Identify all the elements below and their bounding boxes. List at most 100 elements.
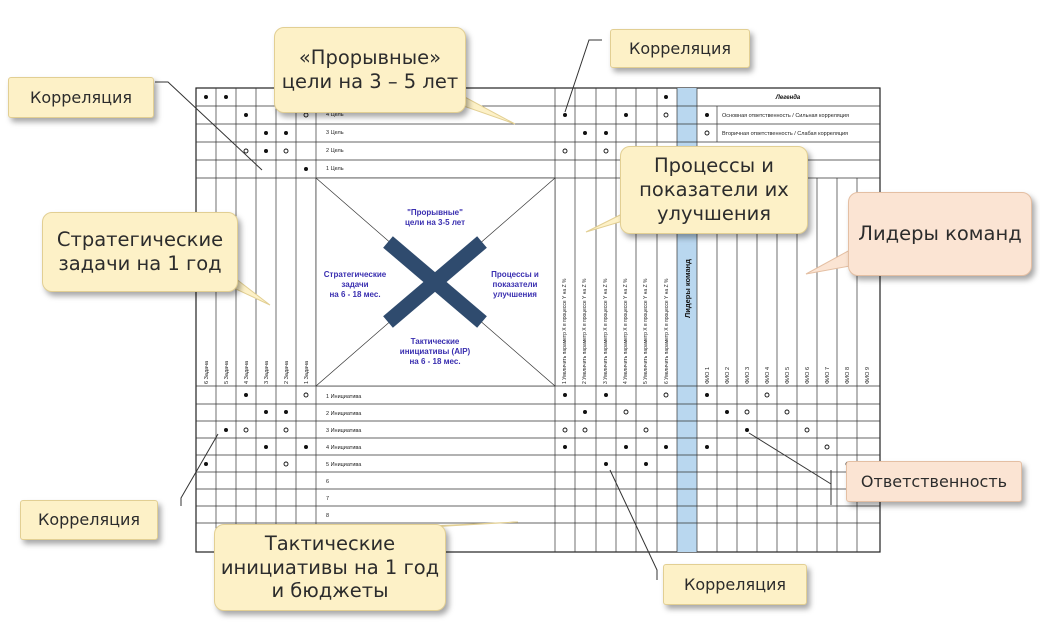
- initiative-label: 3 Инициатива: [326, 428, 362, 434]
- process-label: 4 Увеличить параметр X в процессе Y на Z…: [623, 278, 629, 384]
- team-leaders-callout: Лидеры команд: [848, 192, 1032, 276]
- task-label: 3 Задача: [264, 360, 270, 384]
- strong-dot: [604, 462, 608, 466]
- weak-dot: [283, 461, 289, 467]
- strong-dot: [304, 445, 308, 449]
- strong-dot: [725, 410, 729, 414]
- initiative-label: 2 Инициатива: [326, 411, 362, 417]
- weak-dot: [744, 409, 750, 415]
- quadrant-bottom-line2: инициативы (AIP): [400, 347, 471, 356]
- strong-dot: [244, 113, 248, 117]
- strong-dot: [705, 393, 709, 397]
- callout-line: и бюджеты: [271, 579, 389, 603]
- quadrant-left-line1: Стратегические: [324, 270, 387, 279]
- strong-dot: [264, 410, 268, 414]
- person-label: ФИО 8: [845, 367, 851, 384]
- weak-dot: [824, 444, 830, 450]
- callout-label: Ответственность: [860, 471, 1008, 491]
- matrix-grid: [196, 88, 880, 552]
- weak-dot: [764, 392, 770, 398]
- strong-dot: [204, 95, 208, 99]
- responsibility-callout: Ответственность: [846, 461, 1022, 502]
- strong-dot: [624, 445, 628, 449]
- task-label: 6 Задача: [204, 360, 210, 384]
- person-label: ФИО 3: [745, 367, 751, 384]
- weak-dot: [283, 148, 289, 154]
- strong-dot: [644, 462, 648, 466]
- person-label: ФИО 1: [705, 367, 711, 384]
- quadrant-bottom-line1: Тактические: [411, 337, 460, 346]
- strong-dot: [563, 393, 567, 397]
- callout-line: Стратегические: [56, 228, 224, 252]
- person-label: ФИО 4: [765, 367, 771, 384]
- quadrant-right-line1: Процессы и: [491, 270, 539, 279]
- goal-label: 2 Цель: [326, 148, 344, 154]
- goal-label: 4 Цель: [326, 112, 344, 118]
- strong-dot: [745, 428, 749, 432]
- quadrant-right-line2: показатели: [493, 280, 538, 289]
- strong-dot: [224, 95, 228, 99]
- initiative-label: 4 Инициатива: [326, 445, 362, 451]
- strong-dot: [284, 410, 288, 414]
- callout-label: Корреляция: [628, 38, 732, 58]
- weak-dot: [303, 112, 309, 118]
- quadrant-left-line2: задачи: [341, 280, 368, 289]
- initiative-label: 6: [326, 479, 329, 485]
- weak-dot: [562, 427, 568, 433]
- callout-line: Процессы и: [654, 154, 774, 178]
- strong-dot: [664, 445, 668, 449]
- strategic-tasks-callout: Стратегические задачи на 1 год: [42, 212, 238, 292]
- callout-label: Корреляция: [683, 574, 787, 594]
- weak-dot: [784, 409, 790, 415]
- connector-lines: [155, 39, 832, 580]
- callout-label: Корреляция: [29, 87, 133, 107]
- strong-dot: [563, 445, 567, 449]
- weak-dot: [243, 427, 249, 433]
- person-label: ФИО 2: [725, 367, 731, 384]
- strong-dot: [583, 410, 587, 414]
- task-label: 2 Задача: [284, 360, 290, 384]
- correlation-callout-top-left: Корреляция: [8, 77, 154, 118]
- strong-dot: [244, 393, 248, 397]
- initiative-label: 8: [326, 513, 329, 519]
- process-label: 6 Увеличить параметр X в процессе Y на Z…: [664, 278, 670, 384]
- weak-dot: [804, 427, 810, 433]
- goal-label: 1 Цель: [326, 166, 344, 172]
- strong-dot: [204, 462, 208, 466]
- person-label: ФИО 7: [825, 367, 831, 384]
- strong-dot: [563, 113, 567, 117]
- quadrant-right-line3: улучшения: [493, 290, 537, 299]
- strong-dot: [284, 131, 288, 135]
- process-label: 3 Увеличить параметр X в процессе Y на Z…: [603, 278, 609, 384]
- callout-line: цели на 3 – 5 лет: [281, 70, 459, 93]
- strong-dot: [264, 149, 268, 153]
- strong-dot: [224, 428, 228, 432]
- initiative-label: 1 Инициатива: [326, 394, 362, 400]
- person-label: ФИО 6: [805, 367, 811, 384]
- process-label: 5 Увеличить параметр X в процессе Y на Z…: [643, 278, 649, 384]
- weak-dot: [283, 427, 289, 433]
- correlation-callout-bottom-right: Корреляция: [663, 564, 807, 605]
- process-label: 2 Увеличить параметр X в процессе Y на Z…: [582, 278, 588, 384]
- quadrant-left-line3: на 6 - 18 мес.: [329, 290, 380, 299]
- callout-line: «Прорывные»: [298, 46, 442, 70]
- callout-line: улучшения: [656, 201, 772, 225]
- goal-label: 3 Цель: [326, 130, 344, 136]
- legend-weak-dot: [704, 130, 710, 136]
- callout-label: Корреляция: [37, 510, 141, 530]
- task-label: 1 Задача: [304, 360, 310, 384]
- callout-line: инициативы на 1 год: [220, 555, 440, 579]
- processes-callout: Процессы и показатели их улучшения: [620, 146, 808, 234]
- x-mark: [383, 236, 487, 328]
- tactical-initiatives-callout: Тактические инициативы на 1 год и бюджет…: [214, 524, 446, 611]
- strong-dot: [624, 113, 628, 117]
- task-label: 5 Задача: [224, 360, 230, 384]
- correlation-dots: [204, 95, 851, 467]
- strong-dot: [705, 445, 709, 449]
- initiative-label: 5 Инициатива: [326, 462, 362, 468]
- weak-dot: [643, 427, 649, 433]
- weak-dot: [603, 148, 609, 154]
- weak-dot: [623, 409, 629, 415]
- weak-dot: [663, 392, 669, 398]
